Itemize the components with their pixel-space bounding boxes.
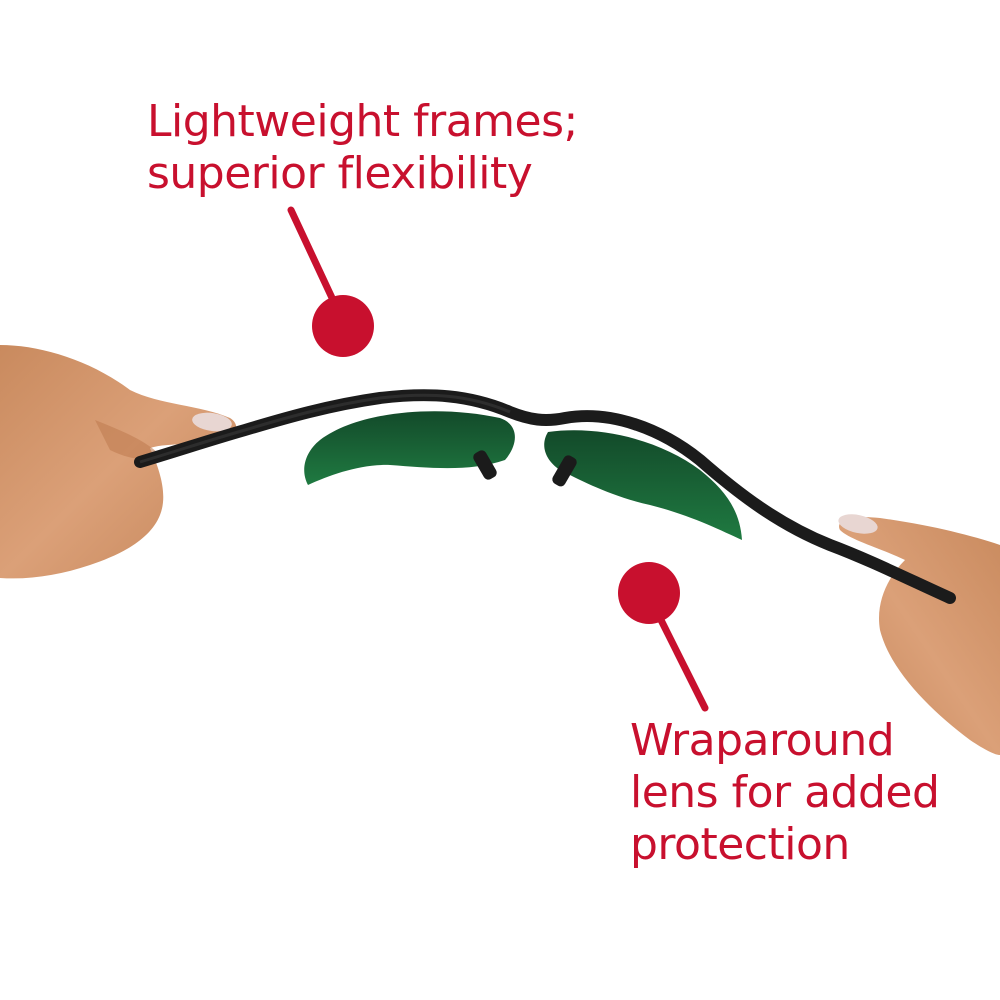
right-thumbnail — [838, 514, 878, 534]
left-hand — [0, 345, 237, 579]
right-nose-pad — [552, 455, 577, 487]
left-lens — [304, 411, 515, 485]
callout-line: superior flexibility — [147, 148, 533, 199]
callout-line: protection — [630, 819, 850, 870]
callout-marker-top — [287, 206, 374, 357]
callout-marker-bottom — [618, 562, 709, 712]
callout-lightweight-frames: Lightweight frames; superior flexibility — [147, 96, 578, 200]
callout-line: lens for added — [630, 767, 940, 818]
frame — [134, 389, 956, 604]
callout-line: Lightweight frames; — [147, 96, 578, 147]
right-hand — [838, 514, 1000, 755]
left-thumbnail — [192, 412, 232, 432]
lenses — [304, 411, 742, 540]
right-lens — [544, 430, 742, 540]
left-nose-pad — [473, 450, 497, 480]
callout-line: Wraparound — [630, 715, 895, 766]
callout-wraparound-lens: Wraparound lens for added protection — [630, 715, 940, 871]
